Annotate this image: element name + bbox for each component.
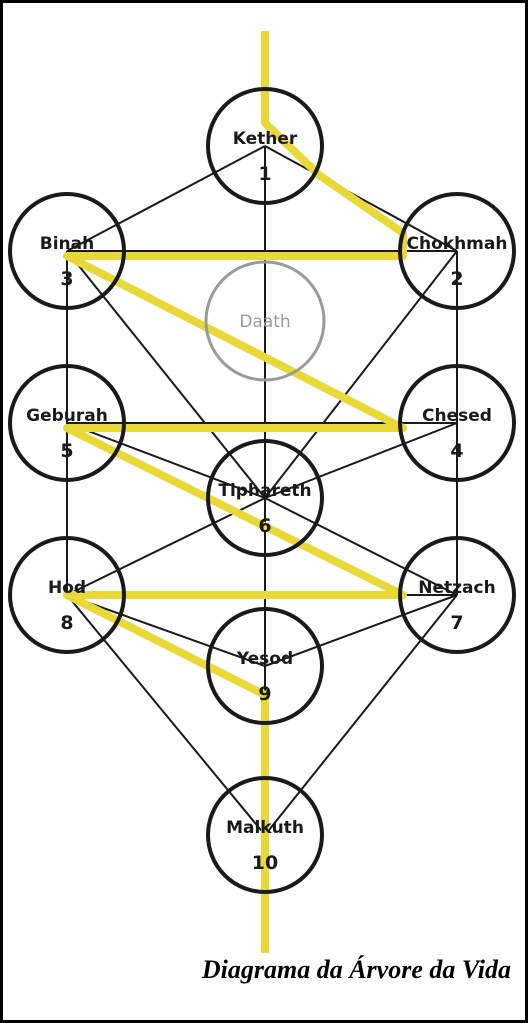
path-hod-malkuth [66, 594, 266, 836]
sephirah-binah: Binah 3 [8, 192, 126, 310]
sephirah-circle [206, 776, 324, 894]
sephirah-circle [206, 87, 324, 205]
sephirah-name: Yesod [236, 649, 293, 669]
sephirah-chokhmah: Chokhmah 2 [398, 192, 516, 310]
sephirah-number: 3 [60, 268, 73, 290]
sephirah-circle [206, 607, 324, 725]
path-netzach-malkuth [264, 594, 458, 836]
sephirah-number: 7 [450, 612, 463, 634]
path-binah-tiphareth [66, 250, 266, 499]
sephirah-circle [398, 192, 516, 310]
path-chesed-tiphareth [264, 422, 458, 499]
path-kether-binah [66, 145, 266, 252]
path-netzach-yesod [264, 594, 458, 667]
sephirah-geburah: Geburah 5 [8, 364, 126, 482]
sephirah-name: Chesed [422, 406, 492, 426]
sephirah-name: Malkuth [226, 818, 304, 838]
path-tiphareth-netzach [264, 497, 458, 596]
sephirah-number: 1 [258, 163, 271, 185]
sephirah-circle [206, 439, 324, 557]
sephirah-name: Netzach [418, 578, 495, 598]
lightning-flash-path [63, 31, 407, 953]
sephirah-number: 8 [60, 612, 73, 634]
sephirah-number: 6 [258, 515, 271, 537]
sephirah-circle [398, 536, 516, 654]
sephirah-yesod: Yesod 9 [206, 607, 324, 725]
sephirah-name: Binah [40, 234, 94, 254]
sephirah-name: Kether [233, 129, 298, 149]
sephirah-number: 4 [450, 440, 463, 462]
lightning-flash [63, 31, 407, 953]
sephirah-name: Chokhmah [407, 234, 508, 254]
sephirah-number: 2 [450, 268, 463, 290]
sephirah-kether: Kether 1 [206, 87, 324, 205]
daath-label: Daath [239, 312, 290, 332]
sephirah-circle [8, 192, 126, 310]
sephirah-name: Hod [48, 578, 86, 598]
sephirah-number: 5 [60, 440, 73, 462]
sephirah-hod: Hod 8 [8, 536, 126, 654]
path-hod-yesod [66, 594, 266, 667]
sephirah-chesed: Chesed 4 [398, 364, 516, 482]
daath-layer: Daath [204, 260, 326, 382]
sephirah-name: Geburah [26, 406, 108, 426]
path-chokhmah-tiphareth [264, 250, 458, 499]
sephirah-circle [8, 536, 126, 654]
sephirah-name: Tiphareth [218, 481, 311, 501]
path-kether-chokhmah [264, 145, 458, 252]
diagram-caption: Diagrama da Árvore da Vida [201, 955, 511, 984]
sephirah-circle [8, 364, 126, 482]
sephirah-number: 9 [258, 683, 271, 705]
sephirot-layer: Kether1Chokhmah2Binah3Chesed4Geburah5Tip… [8, 87, 516, 894]
daath-circle [204, 260, 326, 382]
sephirah-number: 10 [252, 852, 278, 874]
path-geburah-tiphareth [66, 422, 266, 499]
sephirah-tiphareth: Tiphareth 6 [206, 439, 324, 557]
sephirah-malkuth: Malkuth 10 [206, 776, 324, 894]
sephirah-circle [398, 364, 516, 482]
sephirah-netzach: Netzach 7 [398, 536, 516, 654]
